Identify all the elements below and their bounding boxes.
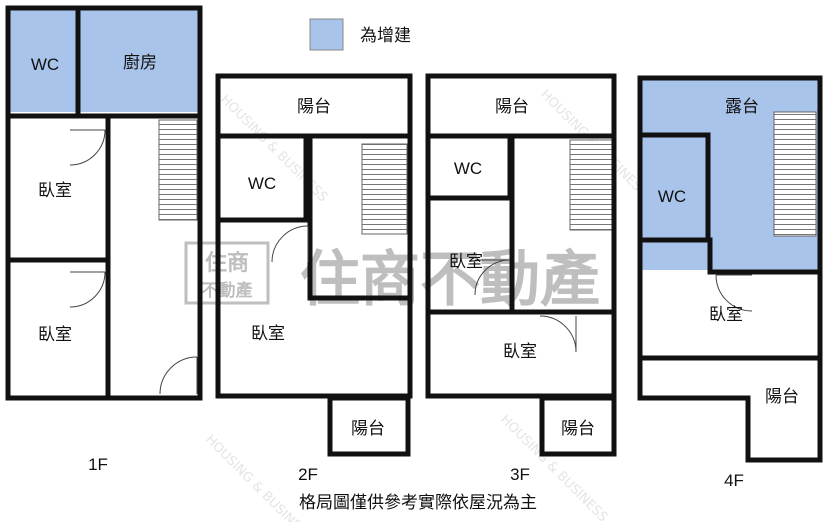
room-label-balcony: 陽台 xyxy=(351,419,385,439)
watermark-logo: 住商 不動產 xyxy=(184,241,270,305)
svg-text:不動產: 不動產 xyxy=(202,280,253,301)
floor-label-1f: 1F xyxy=(88,455,108,474)
staircase xyxy=(569,139,614,231)
room-label-wc: WC xyxy=(248,174,276,193)
floor-label-4f: 4F xyxy=(724,471,744,490)
legend-text: 為增建 xyxy=(360,26,411,46)
floor-3f: 陽台 WC 臥室 臥室 陽台 3F xyxy=(425,73,617,484)
room-label-bedroom: 臥室 xyxy=(38,181,72,201)
room-label-balcony: 陽台 xyxy=(495,97,529,117)
room-label-wc: WC xyxy=(454,159,482,178)
floor-4f: 露台 WC 臥室 陽台 4F xyxy=(637,75,823,490)
room-label-bedroom: 臥室 xyxy=(251,324,285,344)
room-label-kitchen: 廚房 xyxy=(123,52,157,73)
room-label-bedroom: 臥室 xyxy=(38,325,72,345)
legend-swatch xyxy=(309,18,344,51)
legend: 為增建 xyxy=(309,18,411,51)
room-label-bedroom: 臥室 xyxy=(503,342,537,362)
floor-label-2f: 2F xyxy=(298,465,318,484)
room-label-wc: WC xyxy=(658,187,686,206)
room-label-balcony: 陽台 xyxy=(297,97,331,117)
room-label-balcony: 陽台 xyxy=(765,387,799,407)
footer-note: 格局圖僅供參考實際依屋況為主 xyxy=(299,493,537,513)
floor-2f: 陽台 WC 臥室 陽台 2F xyxy=(215,73,413,484)
staircase xyxy=(773,111,817,237)
room-label-bedroom: 臥室 xyxy=(709,305,743,325)
staircase xyxy=(361,143,408,235)
floor-1f: WC 廚房 臥室 臥室 1F xyxy=(5,5,203,474)
staircase xyxy=(158,119,198,221)
room-label-balcony: 陽台 xyxy=(561,419,595,439)
room-label-terrace: 露台 xyxy=(725,97,759,117)
watermark-brand: 住商不動產 xyxy=(300,245,600,315)
room-label-bedroom: 臥室 xyxy=(449,252,483,272)
room-label-wc: WC xyxy=(31,55,59,74)
floor-label-3f: 3F xyxy=(510,465,530,484)
svg-text:住商: 住商 xyxy=(205,250,249,276)
